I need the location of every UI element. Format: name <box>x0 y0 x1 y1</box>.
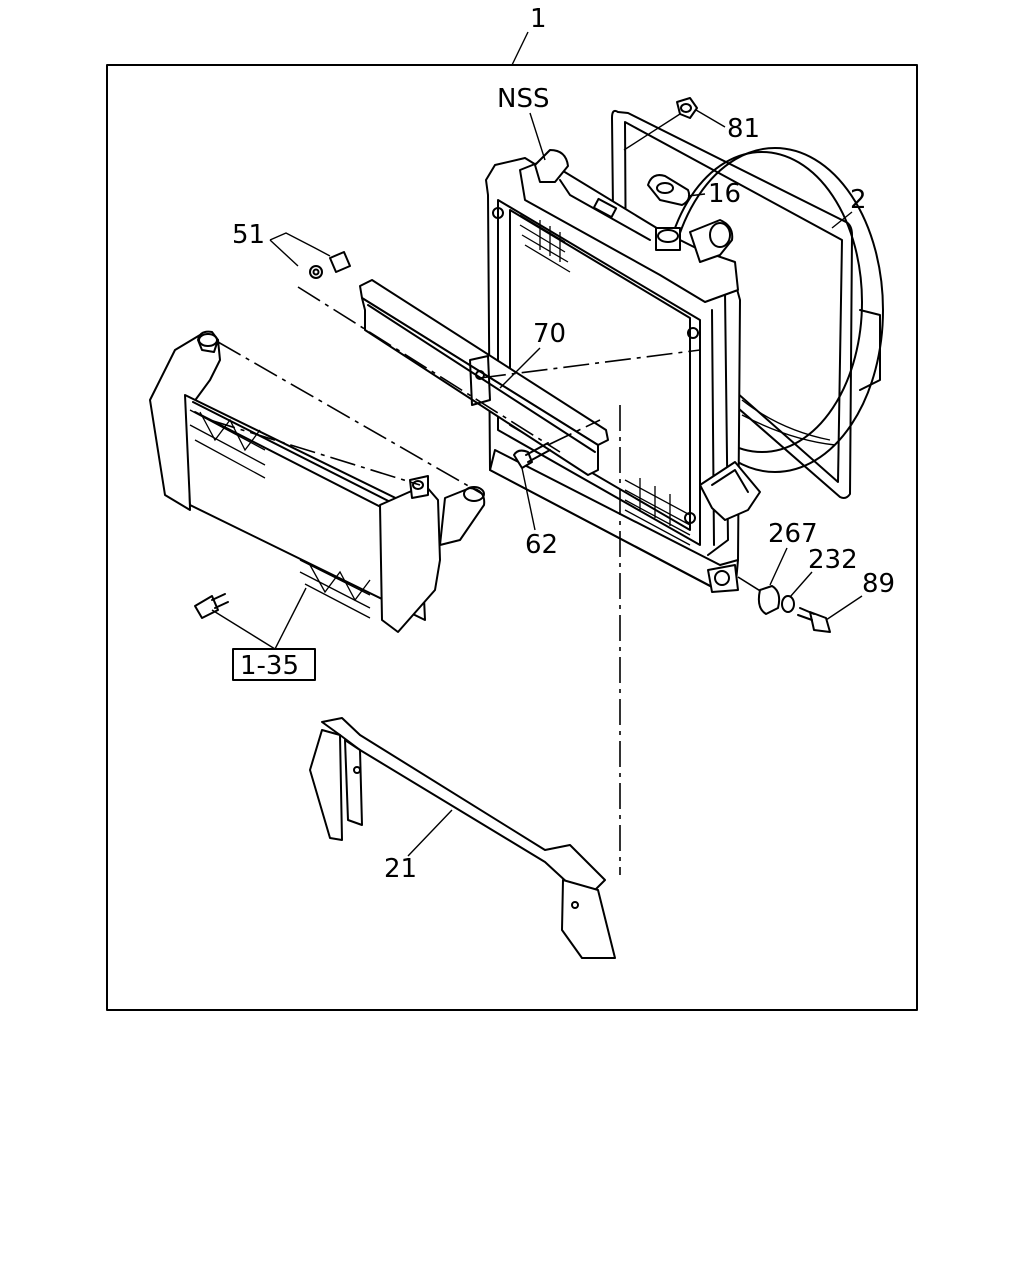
bolt-89 <box>797 607 831 633</box>
callout-89: 89 <box>862 569 895 599</box>
bolt-62 <box>513 442 551 469</box>
callout-232: 232 <box>808 545 858 575</box>
washer-232 <box>781 595 795 613</box>
callout-21: 21 <box>384 854 417 884</box>
assembly-line-intercooler-mid <box>209 419 421 486</box>
assembly-number-label: 1 <box>530 4 547 34</box>
assembly-leader-line <box>511 31 529 66</box>
assembly-line-267 <box>737 576 763 593</box>
assembly-line-62 <box>547 419 601 446</box>
collar-267 <box>757 585 781 615</box>
assembly-line-intercooler-top <box>217 341 485 496</box>
bolt-1-35 <box>194 593 229 619</box>
callout-2: 2 <box>850 185 867 215</box>
callout-reference: 1-35 <box>240 651 299 681</box>
assembly-line-70 <box>479 349 701 379</box>
callout-nss: NSS <box>497 84 549 114</box>
bolt-51 <box>309 251 351 279</box>
assembly-line-51 <box>297 286 561 453</box>
callout-81: 81 <box>727 114 760 144</box>
callout-70: 70 <box>533 319 566 349</box>
radiator-core <box>485 149 761 593</box>
callout-51: 51 <box>232 220 265 250</box>
intercooler <box>149 330 486 633</box>
clip-81 <box>676 97 698 119</box>
radiator-cap <box>647 174 691 206</box>
support-bracket-21 <box>309 717 616 959</box>
callout-62: 62 <box>525 530 558 560</box>
callout-16: 16 <box>708 179 741 209</box>
callout-267: 267 <box>768 519 818 549</box>
